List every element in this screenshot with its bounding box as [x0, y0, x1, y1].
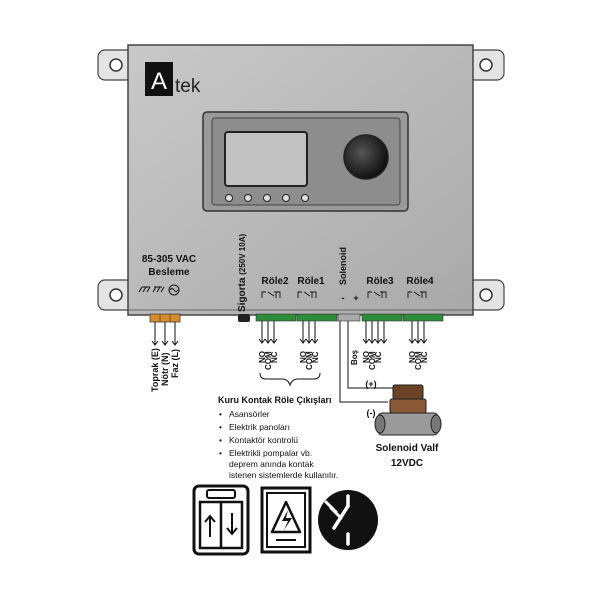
- terminal-labels: NO COM NC NO COM NC Boş NO COM NC NO COM…: [258, 349, 429, 370]
- svg-text:NO: NO: [362, 351, 371, 363]
- wire-neutral: Nötr (N): [160, 353, 170, 387]
- fuse-holder: [238, 314, 250, 322]
- svg-text:istenen sistemlerde kullanılır: istenen sistemlerde kullanılır.: [229, 470, 338, 480]
- power-switch-icon: [318, 490, 378, 550]
- supply-voltage-label: 85-305 VAC: [142, 254, 196, 265]
- elevator-icon: [192, 484, 250, 556]
- solenoid-valve-icon: [374, 384, 442, 436]
- solenoid-neg-label: (-): [367, 408, 376, 418]
- dry-contact-title: Kuru Kontak Röle Çıkışları: [218, 395, 332, 405]
- front-panel: [202, 111, 409, 212]
- power-terminal-block: [149, 313, 181, 346]
- svg-text:Asansörler: Asansörler: [229, 409, 270, 419]
- atek-logo: A tek: [145, 62, 201, 97]
- svg-text:NC: NC: [311, 351, 320, 363]
- solenoid-valve-voltage: 12VDC: [391, 458, 423, 469]
- relay-4-label: Röle4: [406, 276, 434, 287]
- svg-text:•: •: [219, 448, 222, 458]
- svg-text:•: •: [219, 435, 222, 445]
- svg-text:COM: COM: [264, 351, 273, 370]
- svg-text:Boş: Boş: [350, 349, 359, 365]
- supply-label: Besleme: [148, 267, 190, 278]
- relay-output-brace: [259, 372, 321, 387]
- svg-text:Elektrikli pompalar vb.: Elektrikli pompalar vb.: [229, 448, 312, 458]
- panel-buttons[interactable]: [225, 194, 309, 202]
- svg-text:NO: NO: [408, 351, 417, 363]
- svg-text:COM: COM: [368, 351, 377, 370]
- svg-text:NC: NC: [374, 351, 383, 363]
- solenoid-minus-mark: -: [342, 293, 345, 303]
- fuse-label: Sigorta (250V 10A): [237, 234, 248, 312]
- svg-text:NO: NO: [299, 351, 308, 363]
- svg-text:COM: COM: [305, 351, 314, 370]
- terminal-wires: [258, 321, 428, 344]
- rotary-knob[interactable]: [343, 134, 389, 180]
- svg-text:•: •: [219, 422, 222, 432]
- svg-text:•: •: [219, 409, 222, 419]
- electric-panel-icon: [260, 486, 312, 554]
- wire-earth: Toprak (E): [150, 348, 160, 392]
- relay-1-label: Röle1: [297, 276, 325, 287]
- dry-contact-list: • Asansörler • Elektrik panoları • Kontaktö…: [219, 409, 338, 480]
- svg-text:Kontaktör kontrolü: Kontaktör kontrolü: [229, 435, 298, 445]
- relay-2-label: Röle2: [261, 276, 289, 287]
- svg-text:deprem anında kontak: deprem anında kontak: [229, 459, 314, 469]
- earth-symbol: [138, 284, 180, 296]
- wire-phase: Faz (L): [170, 349, 180, 378]
- relay-3-label: Röle3: [366, 276, 394, 287]
- svg-text:Elektrik panoları: Elektrik panoları: [229, 422, 290, 432]
- svg-text:tek: tek: [175, 76, 201, 97]
- svg-text:NC: NC: [420, 351, 429, 363]
- solenoid-label: Solenoid: [338, 247, 348, 285]
- relay-terminal-blocks: [255, 313, 444, 322]
- lcd-screen: [224, 131, 308, 187]
- relay-contact-symbols: [261, 291, 427, 298]
- svg-text:COM: COM: [414, 351, 423, 370]
- svg-text:NC: NC: [270, 351, 279, 363]
- solenoid-valve-name: Solenoid Valf: [376, 443, 439, 454]
- svg-text:A: A: [151, 68, 167, 95]
- solenoid-pos-label: (+): [365, 379, 376, 389]
- svg-text:NO: NO: [258, 351, 267, 363]
- solenoid-plus-mark: +: [353, 293, 358, 303]
- mounting-tabs: [97, 49, 505, 311]
